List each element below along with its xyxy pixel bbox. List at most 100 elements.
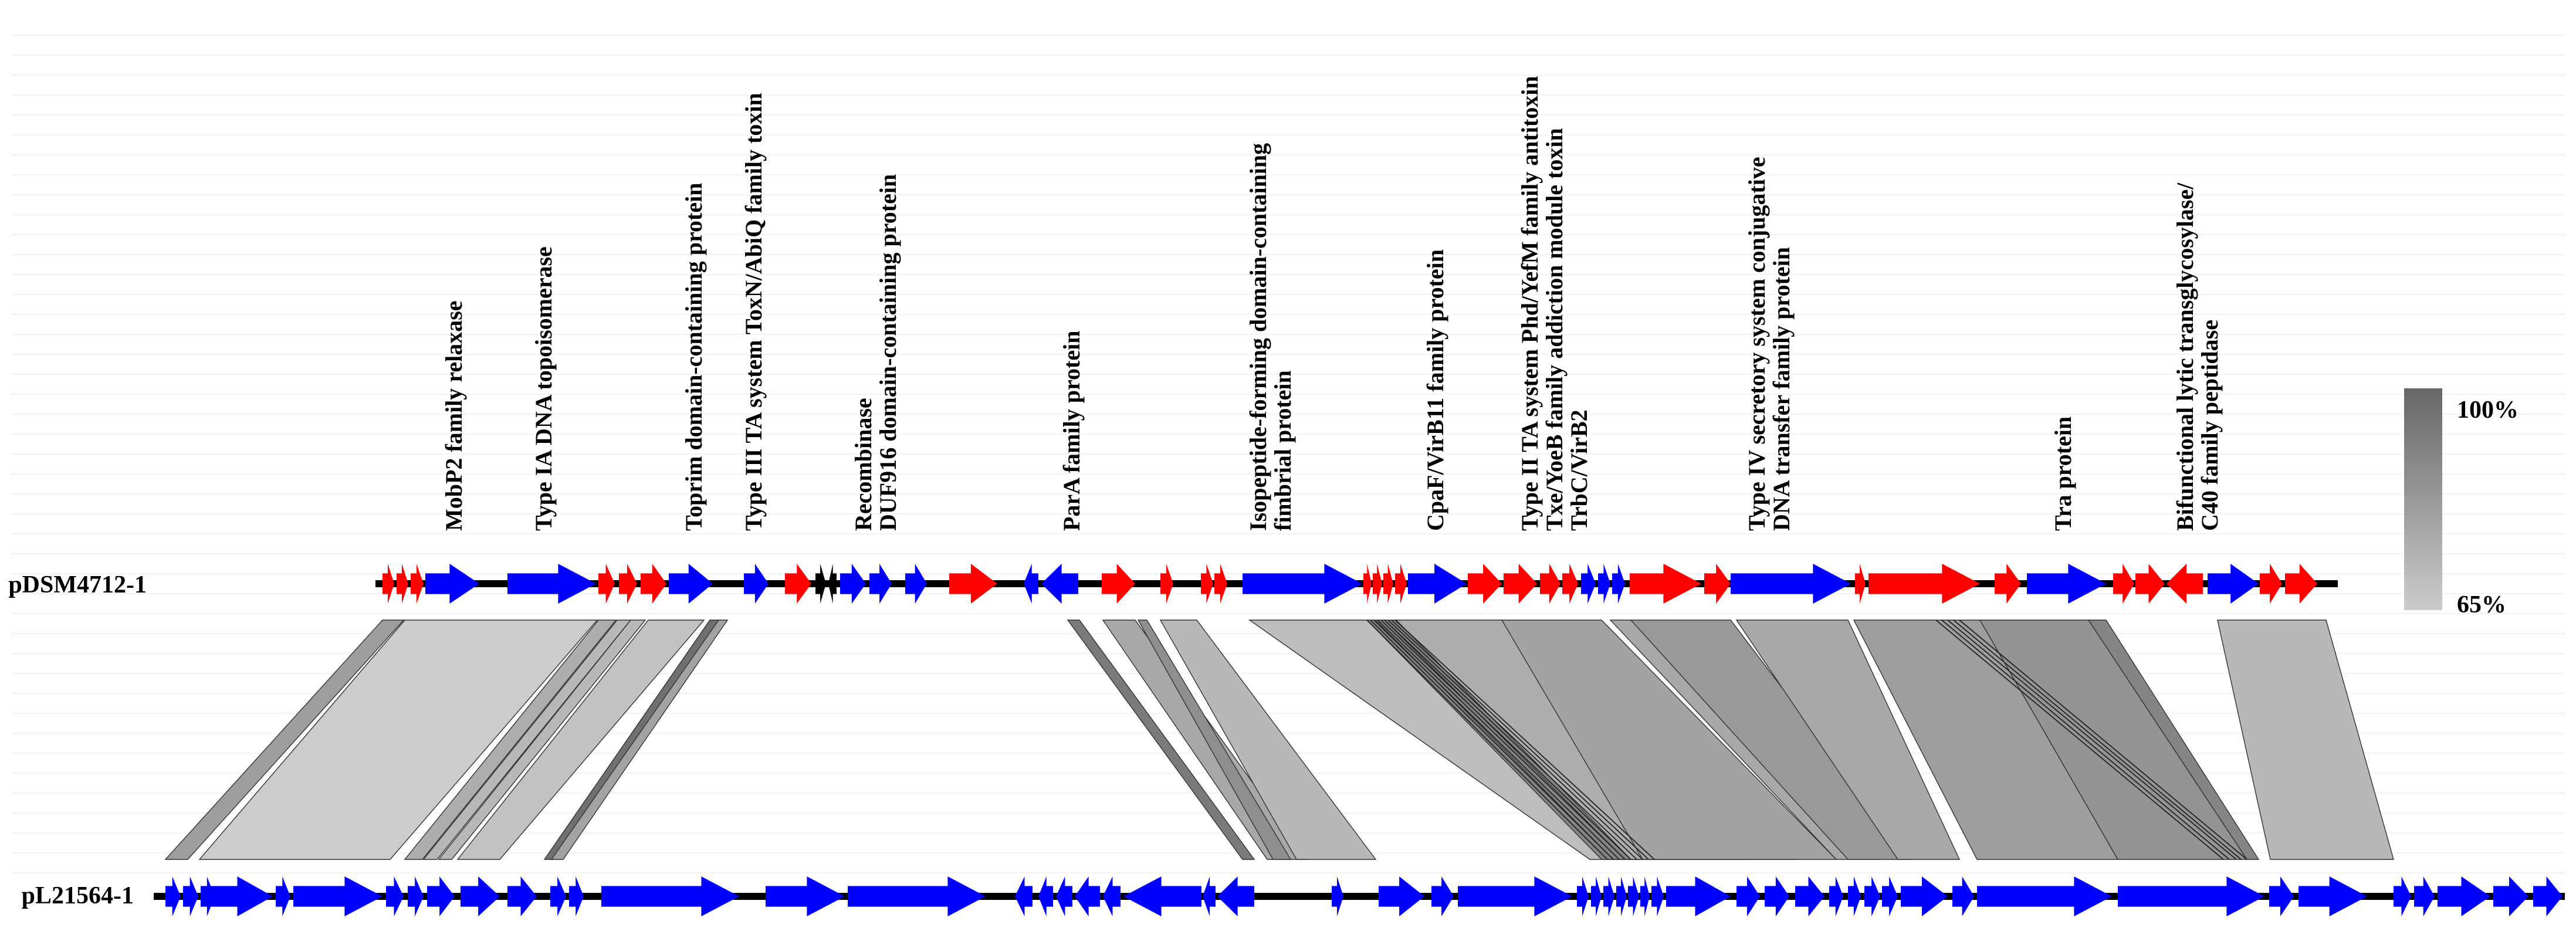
gene-arrow <box>427 876 455 916</box>
synteny-hairline <box>1377 619 1626 860</box>
gene-arrow <box>1363 564 1372 604</box>
gene-arrow <box>1540 564 1561 604</box>
identity-scale-max: 100% <box>2457 397 2519 424</box>
gene-arrow <box>1201 564 1213 604</box>
gene-arrow <box>641 564 666 604</box>
gene-arrow <box>1666 876 1731 916</box>
track-pdsm4712-1 <box>375 564 2338 604</box>
gene-arrow <box>1431 876 1454 916</box>
track-pl21564-1 <box>154 876 2565 916</box>
gene-arrow <box>461 876 500 916</box>
gene-arrow <box>183 876 198 916</box>
gene-arrow <box>1103 876 1121 916</box>
gene-arrow <box>598 564 615 604</box>
gene-arrow <box>1977 876 2112 916</box>
synteny-hairline <box>1370 619 1614 860</box>
gene-arrow <box>386 876 404 916</box>
gene-arrow <box>1628 876 1639 916</box>
synteny-band <box>550 619 729 860</box>
gene-label: TrbC/VirB2 <box>1566 409 1592 531</box>
gene-arrow <box>1765 876 1789 916</box>
gene-arrow <box>1882 876 1898 916</box>
gene-arrow <box>1864 876 1880 916</box>
gene-arrow <box>1041 564 1078 604</box>
gene-arrow <box>507 876 537 916</box>
gene-arrow <box>1630 564 1701 604</box>
gene-arrow <box>1731 564 1851 604</box>
gene-label: MobP2 family relaxase <box>441 300 467 531</box>
synteny-hairline <box>1959 619 2247 860</box>
synteny-band <box>2217 619 2394 860</box>
synteny-band <box>2087 619 2260 860</box>
gene-arrow <box>744 564 769 604</box>
gene-arrow <box>905 564 927 604</box>
gene-arrow <box>1598 564 1610 604</box>
synteny-band <box>404 619 617 860</box>
gene-arrow <box>828 564 837 604</box>
gene-label: DNA transfer family protein <box>1768 247 1795 531</box>
gene-arrow <box>1217 876 1254 916</box>
gene-arrow <box>1868 564 1980 604</box>
gene-label: Type II TA system Phd/YefM family antito… <box>1517 76 1543 531</box>
gene-arrow <box>1075 876 1100 916</box>
gene-arrow <box>397 564 408 604</box>
gene-arrow <box>1383 564 1393 604</box>
gene-arrow <box>408 876 424 916</box>
gene-arrow <box>2285 564 2317 604</box>
gene-arrow <box>507 564 596 604</box>
gene-arrow <box>815 564 826 604</box>
synteny-hairline <box>1941 619 2230 860</box>
gene-arrow <box>1056 876 1072 916</box>
gene-label: Bifunctional lytic transglycosylase/ <box>2172 182 2198 531</box>
gene-arrow <box>1102 564 1135 604</box>
gene-arrow <box>869 564 892 604</box>
gene-arrow <box>2493 876 2528 916</box>
synteny-band <box>422 619 632 860</box>
gene-arrow <box>785 564 811 604</box>
synteny-hairline <box>1384 619 1637 860</box>
gene-arrow <box>1458 876 1572 916</box>
gene-arrow <box>1214 564 1227 604</box>
gene-arrow <box>569 876 584 916</box>
identity-scale-min: 65% <box>2457 591 2506 618</box>
gene-label: Type IA DNA topoisomerase <box>530 246 557 531</box>
synteny-hairline <box>1366 619 1608 860</box>
gene-arrow <box>1562 564 1578 604</box>
synteny-band <box>1159 619 1377 860</box>
synteny-hairline <box>1387 619 1643 860</box>
gene-arrow <box>1795 876 1824 916</box>
gene-arrow <box>1468 564 1502 604</box>
gene-arrow <box>1373 564 1382 604</box>
gene-label: Toprim domain-containing protein <box>681 183 707 531</box>
gene-labels: MobP2 family relaxase Type IA DNA topoiso… <box>441 76 2223 531</box>
gene-arrow <box>293 876 382 916</box>
gene-arrow <box>1704 564 1731 604</box>
synteny-bands <box>164 619 2394 860</box>
identity-scale-bar <box>2404 388 2442 610</box>
gene-arrow <box>1160 564 1173 604</box>
synteny-band <box>438 619 646 860</box>
gene-label: Type III TA system ToxN/AbiQ family toxi… <box>740 93 767 531</box>
gene-arrow <box>2118 876 2264 916</box>
gene-arrow <box>201 876 215 916</box>
gene-arrow <box>669 564 713 604</box>
gene-label: ParA family protein <box>1058 331 1085 531</box>
gene-arrow <box>2414 876 2435 916</box>
gene-arrow <box>2167 564 2203 604</box>
gene-arrow <box>2438 876 2490 916</box>
synteny-hairline <box>1380 619 1631 860</box>
synteny-band <box>456 619 705 860</box>
gene-arrow <box>1848 876 1861 916</box>
gene-arrow <box>2027 564 2106 604</box>
synteny-hairline <box>1935 619 2224 860</box>
gene-arrow <box>619 564 637 604</box>
gene-arrow <box>1504 564 1537 604</box>
gene-arrow <box>1736 876 1760 916</box>
synteny-hairline <box>1391 619 1649 860</box>
gene-arrow <box>2533 876 2563 916</box>
gene-arrow <box>1332 876 1343 916</box>
identity-scale-legend: 100% 65% <box>2404 388 2519 618</box>
synteny-band <box>1735 619 1961 860</box>
synteny-hairline <box>1373 619 1620 860</box>
gene-arrow <box>949 564 997 604</box>
